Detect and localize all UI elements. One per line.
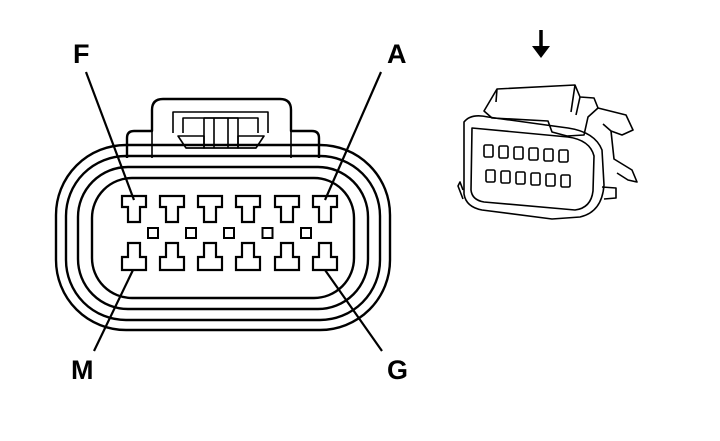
terminal-cavity-bottom	[234, 241, 262, 272]
cavity-window	[543, 148, 554, 162]
terminal-cavity-bottom	[196, 241, 224, 272]
terminal-cavity-top	[158, 194, 186, 224]
pin-label-a: A	[387, 39, 407, 69]
leader-line-f	[84, 71, 136, 201]
cavity-window	[528, 147, 539, 161]
leader-line-m	[93, 269, 134, 352]
leader-line-g	[324, 269, 383, 352]
cavity-window	[530, 172, 541, 186]
terminal-cavity-top	[120, 194, 148, 224]
pin-label-m: M	[71, 355, 94, 385]
cavity-window	[513, 146, 524, 160]
terminal-cavity-top	[234, 194, 262, 224]
terminal-cavity-bottom	[120, 241, 148, 272]
polarization-key	[147, 227, 159, 239]
terminal-cavity-top	[196, 194, 224, 224]
pin-label-f: F	[73, 39, 90, 69]
connector-face-view: F A M G	[54, 39, 408, 385]
polarization-key	[223, 227, 235, 239]
cavity-window	[483, 144, 494, 158]
pin-label-g: G	[387, 355, 408, 385]
arrow-down-icon	[532, 30, 550, 58]
leader-line-a	[323, 71, 383, 201]
cavity-window	[545, 173, 556, 187]
terminal-cavity-bottom	[158, 241, 186, 272]
cavity-window	[500, 170, 511, 184]
cavity-window	[498, 145, 509, 159]
connector-3d-view	[457, 84, 638, 220]
cavity-window	[558, 149, 569, 163]
connector-housing	[54, 143, 392, 332]
terminal-cavity-bottom	[311, 241, 339, 272]
locking-tab	[125, 97, 321, 158]
cavity-row-bottom	[120, 241, 339, 272]
terminal-cavity-top	[311, 194, 339, 224]
terminal-cavity-top	[273, 194, 301, 224]
terminal-cavity-bottom	[273, 241, 301, 272]
cavity-window	[485, 169, 496, 183]
cavity-row-top	[120, 194, 339, 224]
polarization-key	[261, 227, 274, 239]
polarization-key	[185, 227, 197, 239]
connector-3d-cavities	[483, 144, 571, 188]
polarization-key	[300, 227, 312, 239]
cavity-window	[515, 171, 526, 185]
polarization-keys	[147, 227, 312, 239]
cavity-window	[560, 174, 571, 188]
